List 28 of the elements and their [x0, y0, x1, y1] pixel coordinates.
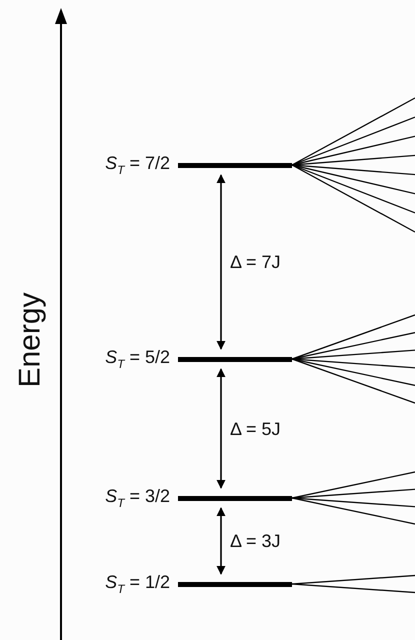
- splitting-line: [292, 350, 415, 360]
- axis-label: Energy: [15, 292, 46, 388]
- splitting-line: [292, 358, 415, 386]
- splitting-line: [292, 574, 415, 585]
- splitting-line: [292, 358, 415, 404]
- spin-state-label: S$_{T}$ = 7/2: [105, 154, 170, 176]
- splitting-line: [292, 332, 415, 360]
- splitting-line: [292, 136, 415, 166]
- splitting-line: [292, 358, 415, 368]
- splitting-line: [292, 488, 415, 499]
- spin-state-label: S$_{T}$ = 1/2: [105, 573, 170, 595]
- splitting-line: [292, 164, 415, 233]
- energy-gap-arrow: [216, 507, 226, 575]
- splitting-line: [292, 471, 415, 499]
- splitting-line: [292, 154, 415, 166]
- splitting-line: [292, 497, 415, 525]
- splitting-line: [292, 116, 415, 166]
- energy-gap-arrow: [216, 368, 226, 489]
- spin-state-label: S$_{T}$ = 5/2: [105, 348, 170, 370]
- splitting-line: [292, 164, 415, 214]
- spin-state-label: S$_{T}$ = 3/2: [105, 487, 170, 509]
- splitting-line: [292, 497, 415, 508]
- splitting-line: [292, 164, 415, 194]
- splitting-line: [292, 97, 415, 166]
- splitting-line: [292, 583, 415, 594]
- splitting-line: [292, 314, 415, 360]
- splitting-line: [292, 164, 415, 176]
- energy-gap-arrow: [216, 174, 226, 350]
